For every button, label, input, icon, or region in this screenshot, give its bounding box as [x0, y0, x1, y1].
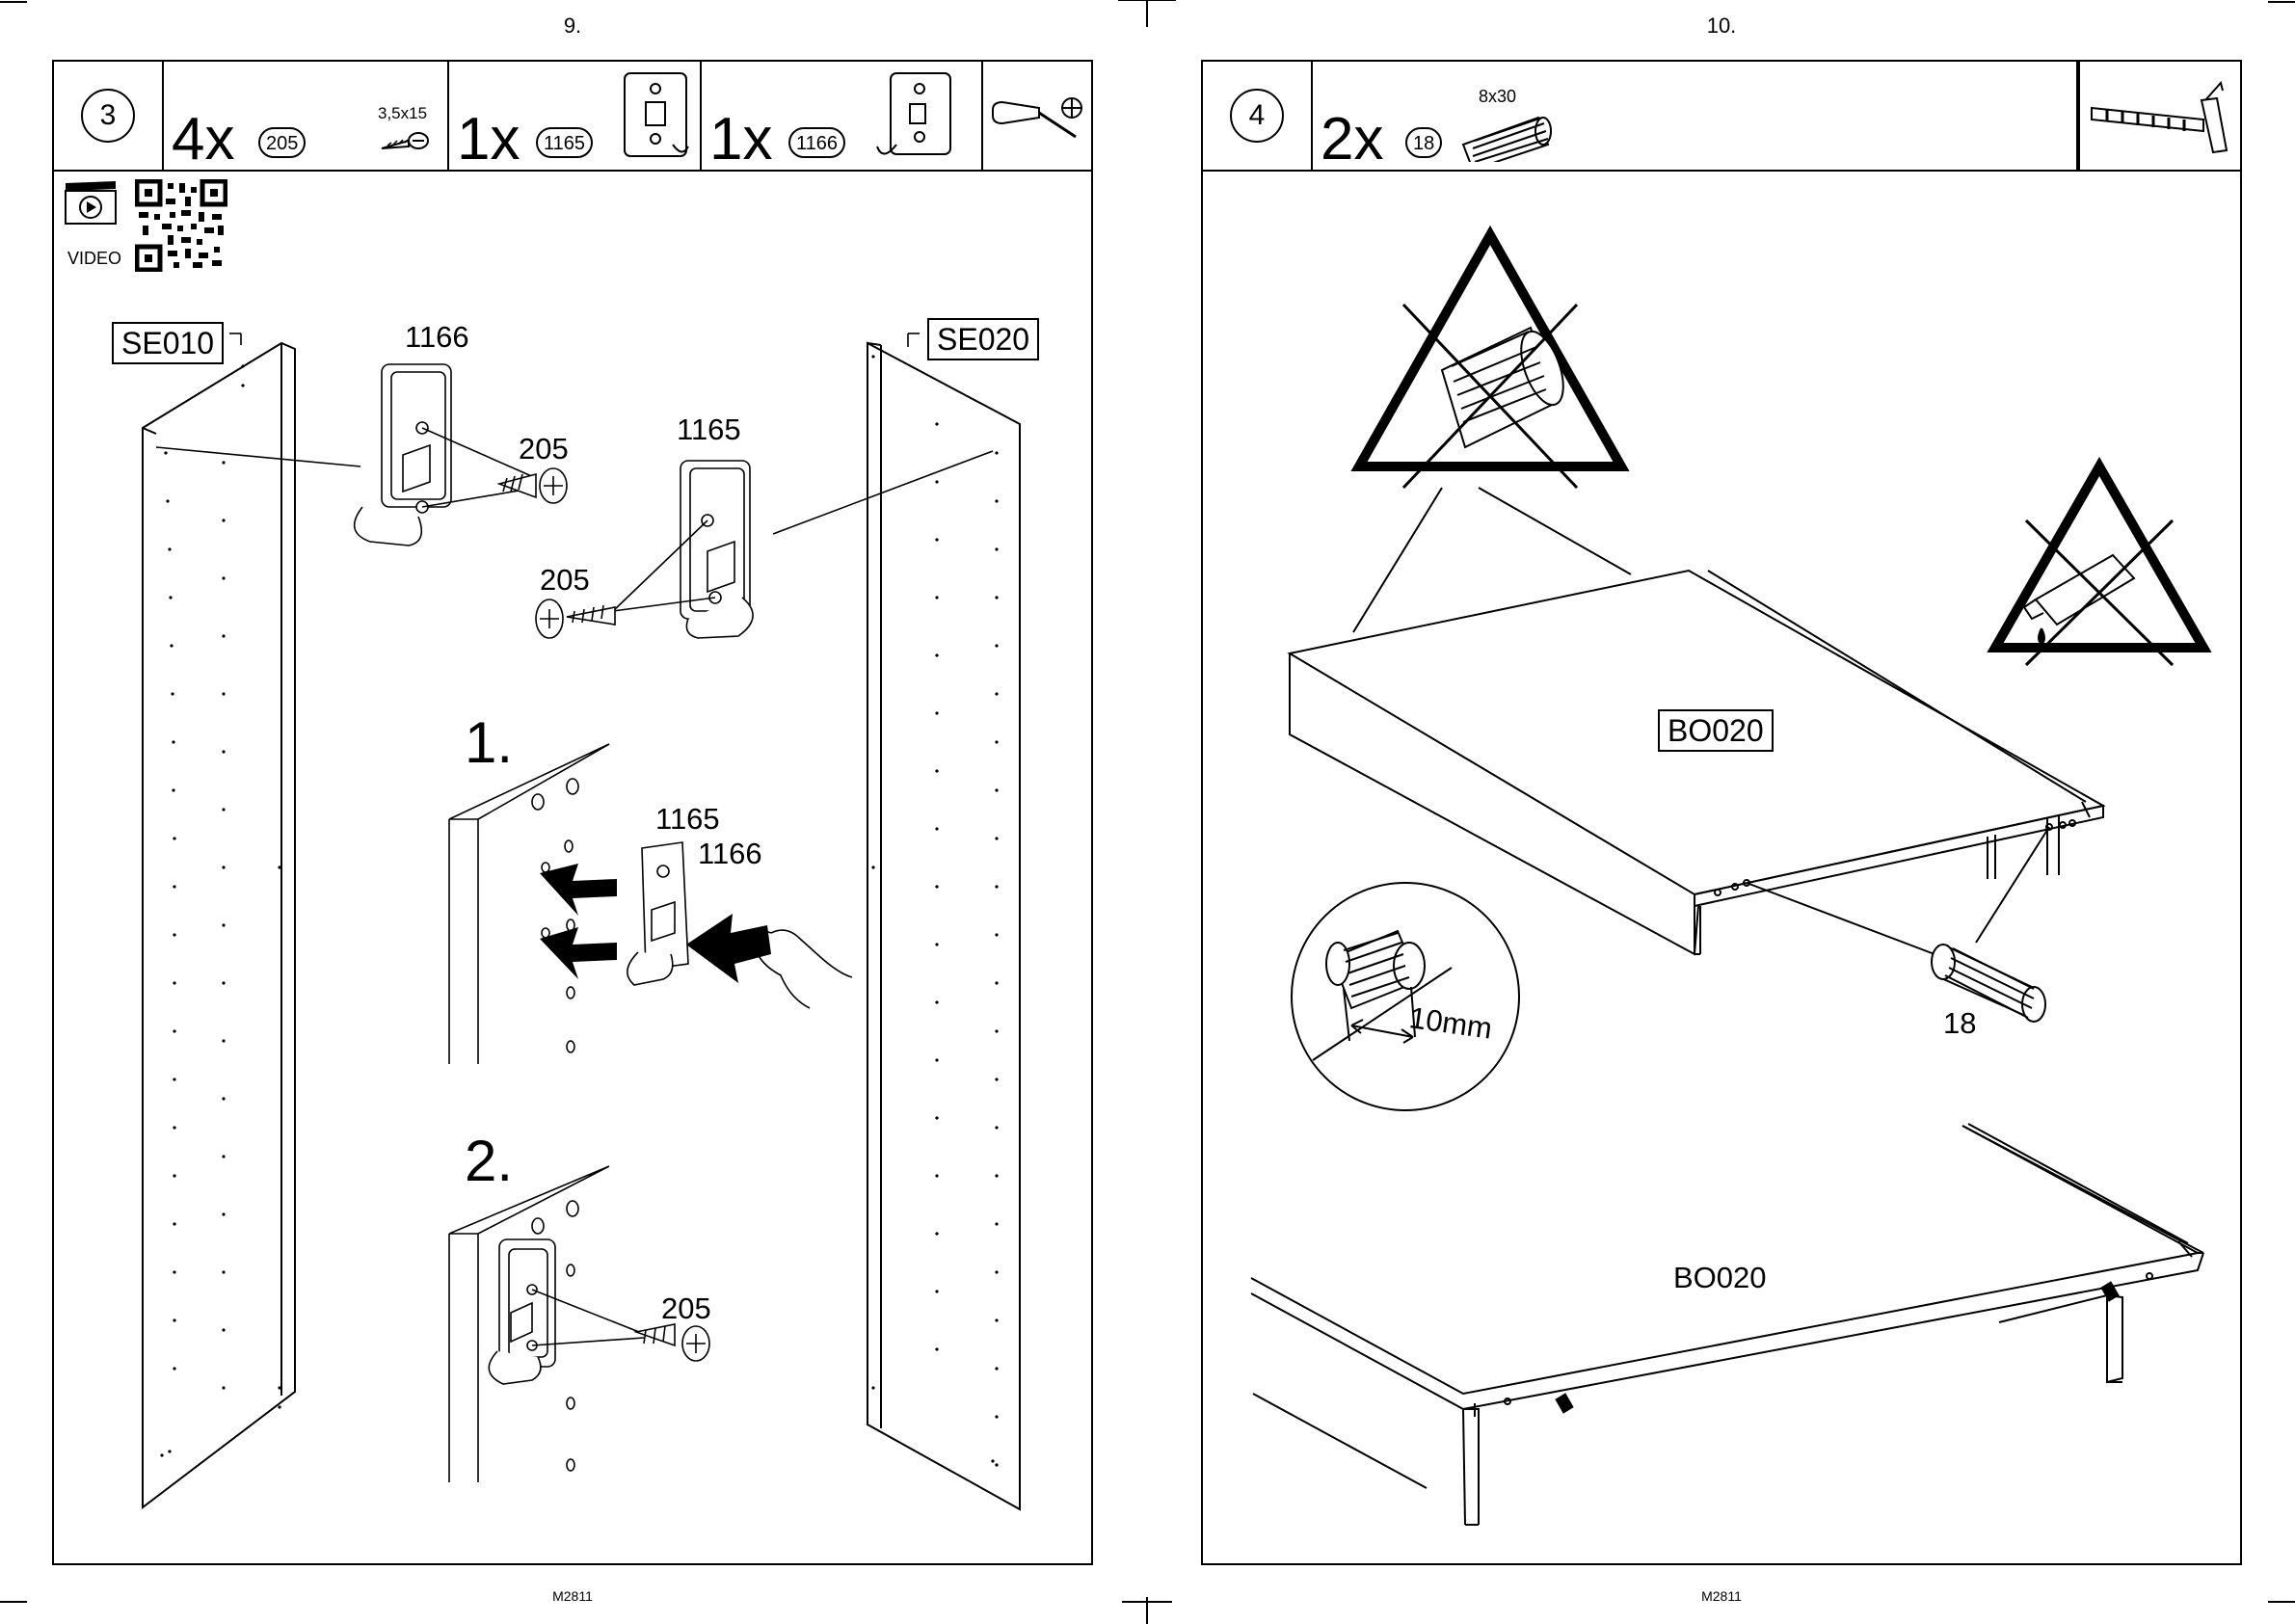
crop-marks: [0, 0, 2295, 1624]
